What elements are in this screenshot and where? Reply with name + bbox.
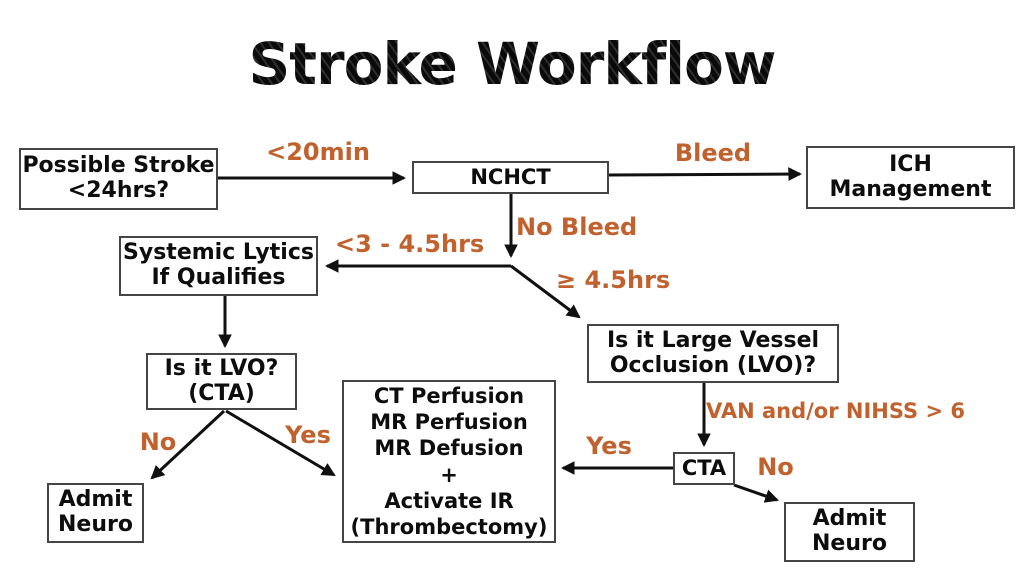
edge-label-yes-left: Yes bbox=[285, 421, 331, 449]
node-systemic-lytics: Systemic Lytics If Qualifies bbox=[119, 236, 318, 296]
arrow-lvocta-no-admit bbox=[150, 409, 226, 480]
edge-label-no-bleed: No Bleed bbox=[516, 213, 638, 241]
arrow-nchct-to-ich bbox=[608, 167, 803, 181]
arrow-cta-no-admit bbox=[733, 483, 779, 503]
node-admit-neuro-right: Admit Neuro bbox=[784, 502, 915, 562]
page-title-text: Stroke Workflow bbox=[248, 30, 777, 98]
node-is-it-lvo-cta: Is it LVO? (CTA) bbox=[146, 353, 297, 410]
node-perfusion-activate-ir: CT Perfusion MR Perfusion MR Defusion + … bbox=[342, 380, 556, 543]
edge-label-under-20min: <20min bbox=[266, 138, 370, 166]
edge-label-no-left: No bbox=[139, 428, 177, 456]
edge-label-no-cta: No bbox=[757, 453, 794, 481]
node-ich-management: ICH Management bbox=[806, 146, 1015, 209]
node-large-vessel-occlusion: Is it Large Vessel Occlusion (LVO)? bbox=[587, 324, 839, 383]
edge-label-3-to-4-5hrs: <3 - 4.5hrs bbox=[335, 230, 485, 258]
edge-label-yes-cta: Yes bbox=[586, 432, 632, 460]
node-possible-stroke: Possible Stroke <24hrs? bbox=[19, 148, 218, 210]
arrow-lvocta-yes-perfusion bbox=[225, 409, 336, 477]
node-nchct: NCHCT bbox=[412, 161, 609, 194]
page-title: Stroke Workflow bbox=[0, 16, 1024, 112]
node-admit-neuro-left: Admit Neuro bbox=[47, 483, 144, 543]
edge-label-van-nihss: VAN and/or NIHSS > 6 bbox=[706, 399, 965, 423]
node-cta: CTA bbox=[673, 452, 735, 485]
edge-label-ge-4-5hrs: ≥ 4.5hrs bbox=[556, 266, 671, 294]
arrow-junction-to-lvo bbox=[510, 264, 581, 319]
edge-label-bleed: Bleed bbox=[674, 139, 752, 167]
